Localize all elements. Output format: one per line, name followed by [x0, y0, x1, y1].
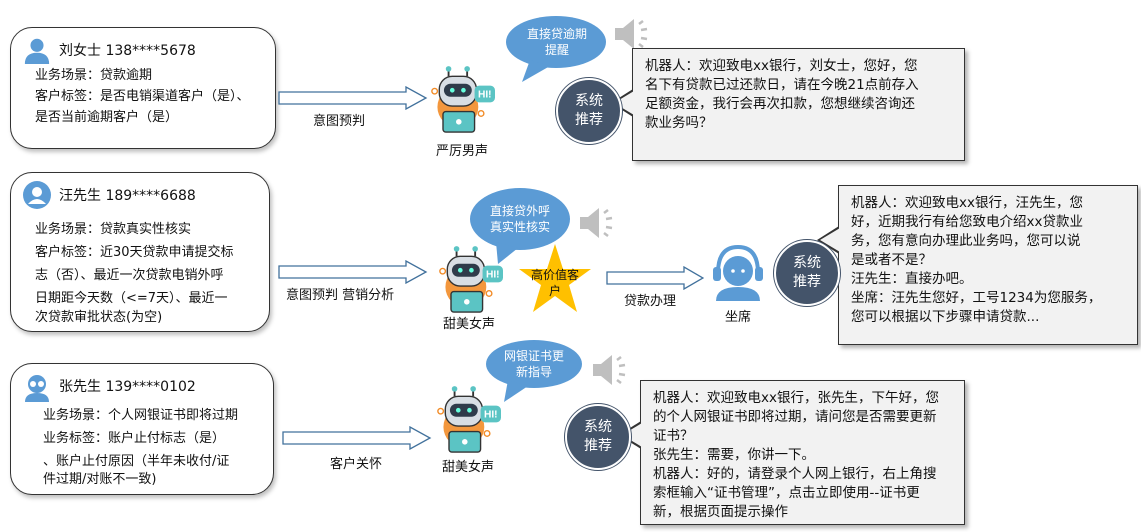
- star-icon: [519, 244, 591, 312]
- dialog-line: 索框输入“证书管理”，点击立即使用--证书更: [653, 485, 920, 501]
- dialog-line: 的个人网银证书即将过期，请问您是否需要更新: [653, 409, 937, 425]
- speech-bubble-shape: [470, 188, 570, 264]
- customer-tags-cont: 志（否）、最近一次贷款电销外呼: [35, 268, 224, 283]
- dialog-line: 汪先生：直接办吧。: [851, 271, 973, 287]
- dialog-callout: 机器人：欢迎致电xx银行，张先生，下午好，您 的个人网银证书即将过期，请问您是否…: [619, 380, 965, 525]
- dialog-callout: 机器人：欢迎致电xx银行，汪先生，您 好，近期我行有给您致电介绍xx贷款业 务，…: [817, 185, 1138, 345]
- dialog-line: 您可以根据以下步骤申请贷款...: [851, 309, 1040, 325]
- system-recommend-badge: 系统推荐: [565, 404, 631, 470]
- voice-label: 甜美女声: [442, 460, 495, 475]
- speech-bubble-shape: [486, 340, 582, 402]
- customer-scene: 业务场景：个人网银证书即将过期: [43, 408, 239, 423]
- system-recommend-badge: 系统推荐: [556, 78, 622, 144]
- arrow-label: 客户关怀: [330, 457, 383, 472]
- customer-scene: 业务场景：贷款逾期: [35, 68, 153, 83]
- speaker-icon: [590, 352, 630, 388]
- flow-arrow: [278, 260, 428, 284]
- speech-bubble: 网银证书更新指导: [503, 349, 564, 379]
- arrow-label: 意图预判: [313, 114, 366, 129]
- dialog-line: 好，近期我行有给您致电介绍xx贷款业: [851, 214, 1083, 230]
- dialog-line: 新，根据页面提示操作: [653, 504, 788, 520]
- speech-bubble-shape: [506, 16, 606, 82]
- system-recommend-badge: 系统推荐: [774, 240, 840, 306]
- dialog-line: 款业务吗？: [645, 115, 713, 131]
- flow-arrow: [282, 426, 432, 450]
- speech-bubble: 直接贷逾期提醒: [526, 27, 587, 57]
- customer-tags-cont: 是否当前逾期客户（是）: [35, 110, 179, 125]
- customer-tags-cont: 、账户止付原因（半年未收付/证: [43, 454, 230, 469]
- customer-card: 刘女士 138****5678 业务场景：贷款逾期 客户标签：是否电销渠道客户（…: [10, 27, 276, 149]
- customer-card: 张先生 139****0102 业务场景：个人网银证书即将过期 业务标签：账户止…: [10, 363, 274, 495]
- badge-text: 系统推荐: [793, 255, 821, 290]
- speaker-icon: [612, 16, 652, 52]
- dialog-line: 坐席：汪先生您好，工号1234为您服务，: [851, 290, 1102, 306]
- customer-scene: 业务场景：贷款真实性核实: [35, 222, 192, 237]
- speaker-icon: [577, 205, 617, 241]
- customer-name: 张先生 139****0102: [59, 379, 196, 395]
- dialog-line: 证书？: [653, 428, 694, 444]
- dialog-line: 是或者不是？: [851, 252, 932, 268]
- dialog-line: 足额资金，我行会再次扣款，您想继续咨询还: [645, 96, 915, 112]
- male-avatar-glasses-icon: [25, 375, 49, 402]
- high-value-customer-label: 高价值客户: [531, 268, 580, 298]
- dialog-line: 机器人：好的，请登录个人网上银行，右上角搜: [653, 466, 937, 482]
- dialog-line: 务，您有意向办理此业务吗，您可以说: [851, 233, 1081, 249]
- voice-label: 甜美女声: [443, 317, 496, 332]
- dialog-line: 机器人：欢迎致电xx银行，汪先生，您: [851, 195, 1083, 211]
- customer-tags-cont: 次贷款审批状态(为空): [35, 310, 163, 325]
- robot-icon: [430, 65, 495, 135]
- dialog-line: 名下有贷款已过还款日，请在今晚21点前存入: [645, 77, 919, 93]
- badge-text: 系统推荐: [584, 419, 612, 454]
- customer-tags: 业务标签：账户止付标志（是）: [43, 431, 226, 446]
- customer-name: 汪先生 189****6688: [59, 188, 196, 204]
- customer-tags: 客户标签：近30天贷款申请提交标: [35, 245, 234, 260]
- flow-arrow: [606, 266, 704, 290]
- female-avatar-icon: [23, 36, 51, 64]
- arrow-label: 意图预判 营销分析: [286, 288, 395, 303]
- voice-label: 严厉男声: [436, 144, 489, 159]
- arrow-label: 贷款办理: [624, 294, 677, 309]
- customer-tags: 客户标签：是否电销渠道客户（是）、: [35, 89, 250, 104]
- dialog-line: 张先生：需要，你讲一下。: [653, 447, 815, 463]
- flow-arrow: [278, 86, 428, 110]
- agent-label: 坐席: [725, 310, 752, 325]
- badge-text: 系统推荐: [575, 93, 603, 128]
- dialog-callout: 机器人：欢迎致电xx银行，刘女士，您好，您 名下有贷款已过还款日，请在今晚21点…: [611, 48, 965, 161]
- speech-bubble: 直接贷外呼真实性核实: [489, 204, 550, 234]
- dialog-line: 机器人：欢迎致电xx银行，张先生，下午好，您: [653, 390, 939, 406]
- male-avatar-icon: [23, 181, 51, 209]
- customer-tags-cont: 件过期/对账不一致): [43, 472, 157, 487]
- customer-name: 刘女士 138****5678: [59, 43, 196, 59]
- customer-card: 汪先生 189****6688 业务场景：贷款真实性核实 客户标签：近30天贷款…: [10, 172, 270, 332]
- agent-headset-icon: [713, 244, 763, 301]
- customer-tags-cont: 日期距今天数（<=7天）、最近一: [35, 291, 228, 306]
- dialog-line: 机器人：欢迎致电xx银行，刘女士，您好，您: [645, 58, 918, 74]
